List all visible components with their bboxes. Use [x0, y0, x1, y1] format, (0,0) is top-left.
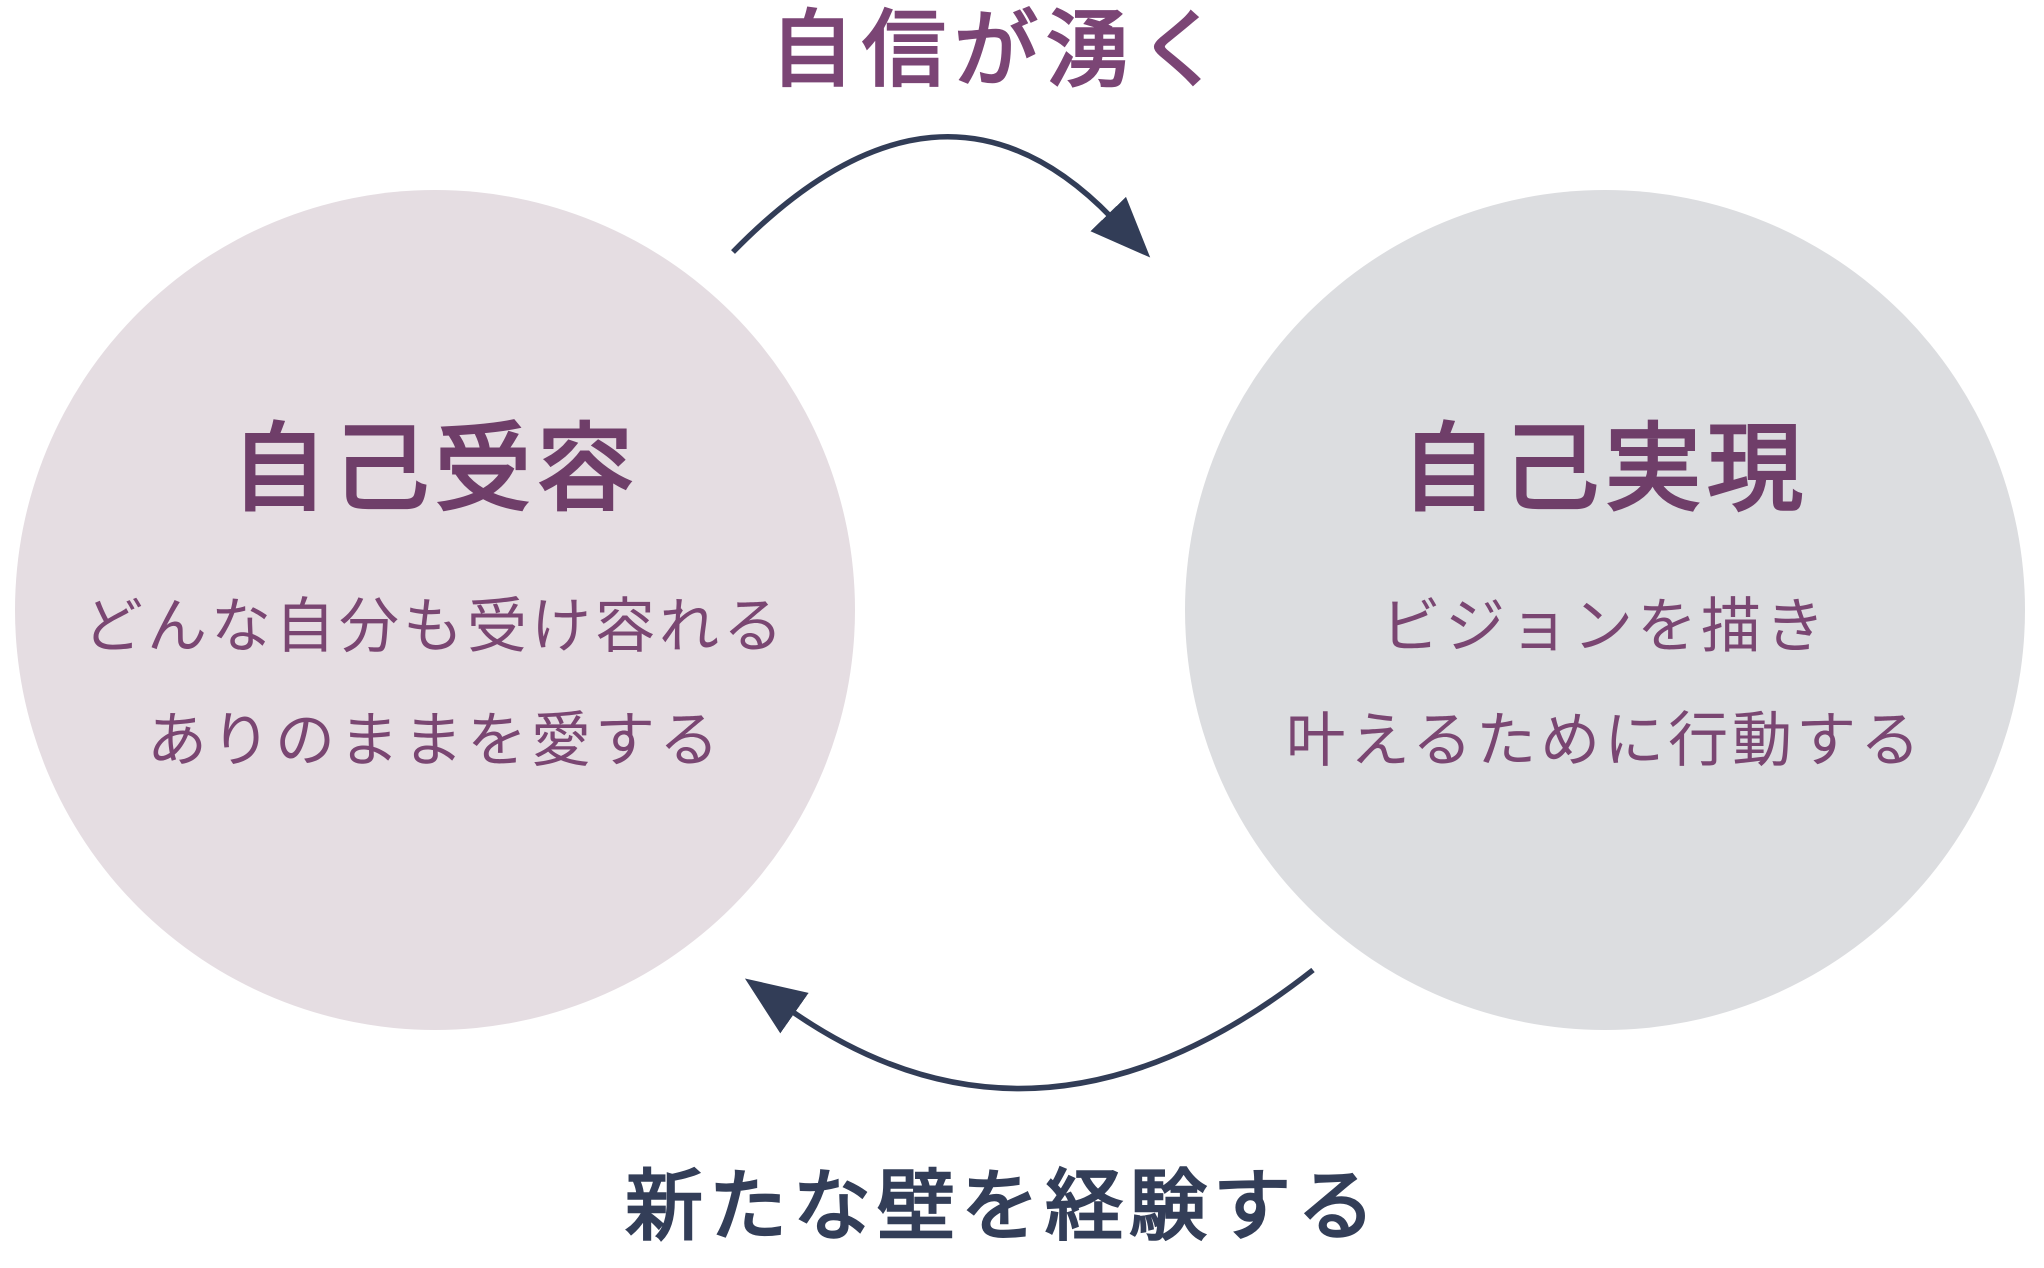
self-actualization-subtitle-line1: ビジョンを描き: [1380, 594, 1829, 660]
curved-arrow-right-icon: [731, 134, 1151, 258]
curved-arrow-left-icon: [744, 967, 1315, 1092]
bottom-cycle-label: 新たな壁を経験する: [624, 1163, 1382, 1250]
top-cycle-label: 自信が湧く: [769, 5, 1231, 98]
self-acceptance-circle: 自己受容 どんな自分も受け容れる ありのままを愛する: [15, 190, 855, 1030]
self-acceptance-subtitle-line1: どんな自分も受け容れる: [83, 594, 787, 660]
self-actualization-circle: 自己実現 ビジョンを描き 叶えるために行動する: [1185, 190, 2025, 1030]
self-actualization-subtitle-line2: 叶えるために行動する: [1285, 708, 1925, 774]
self-actualization-title: 自己実現: [1401, 416, 1809, 523]
self-acceptance-title: 自己受容: [231, 416, 639, 523]
self-acceptance-subtitle-line2: ありのままを愛する: [147, 708, 723, 774]
